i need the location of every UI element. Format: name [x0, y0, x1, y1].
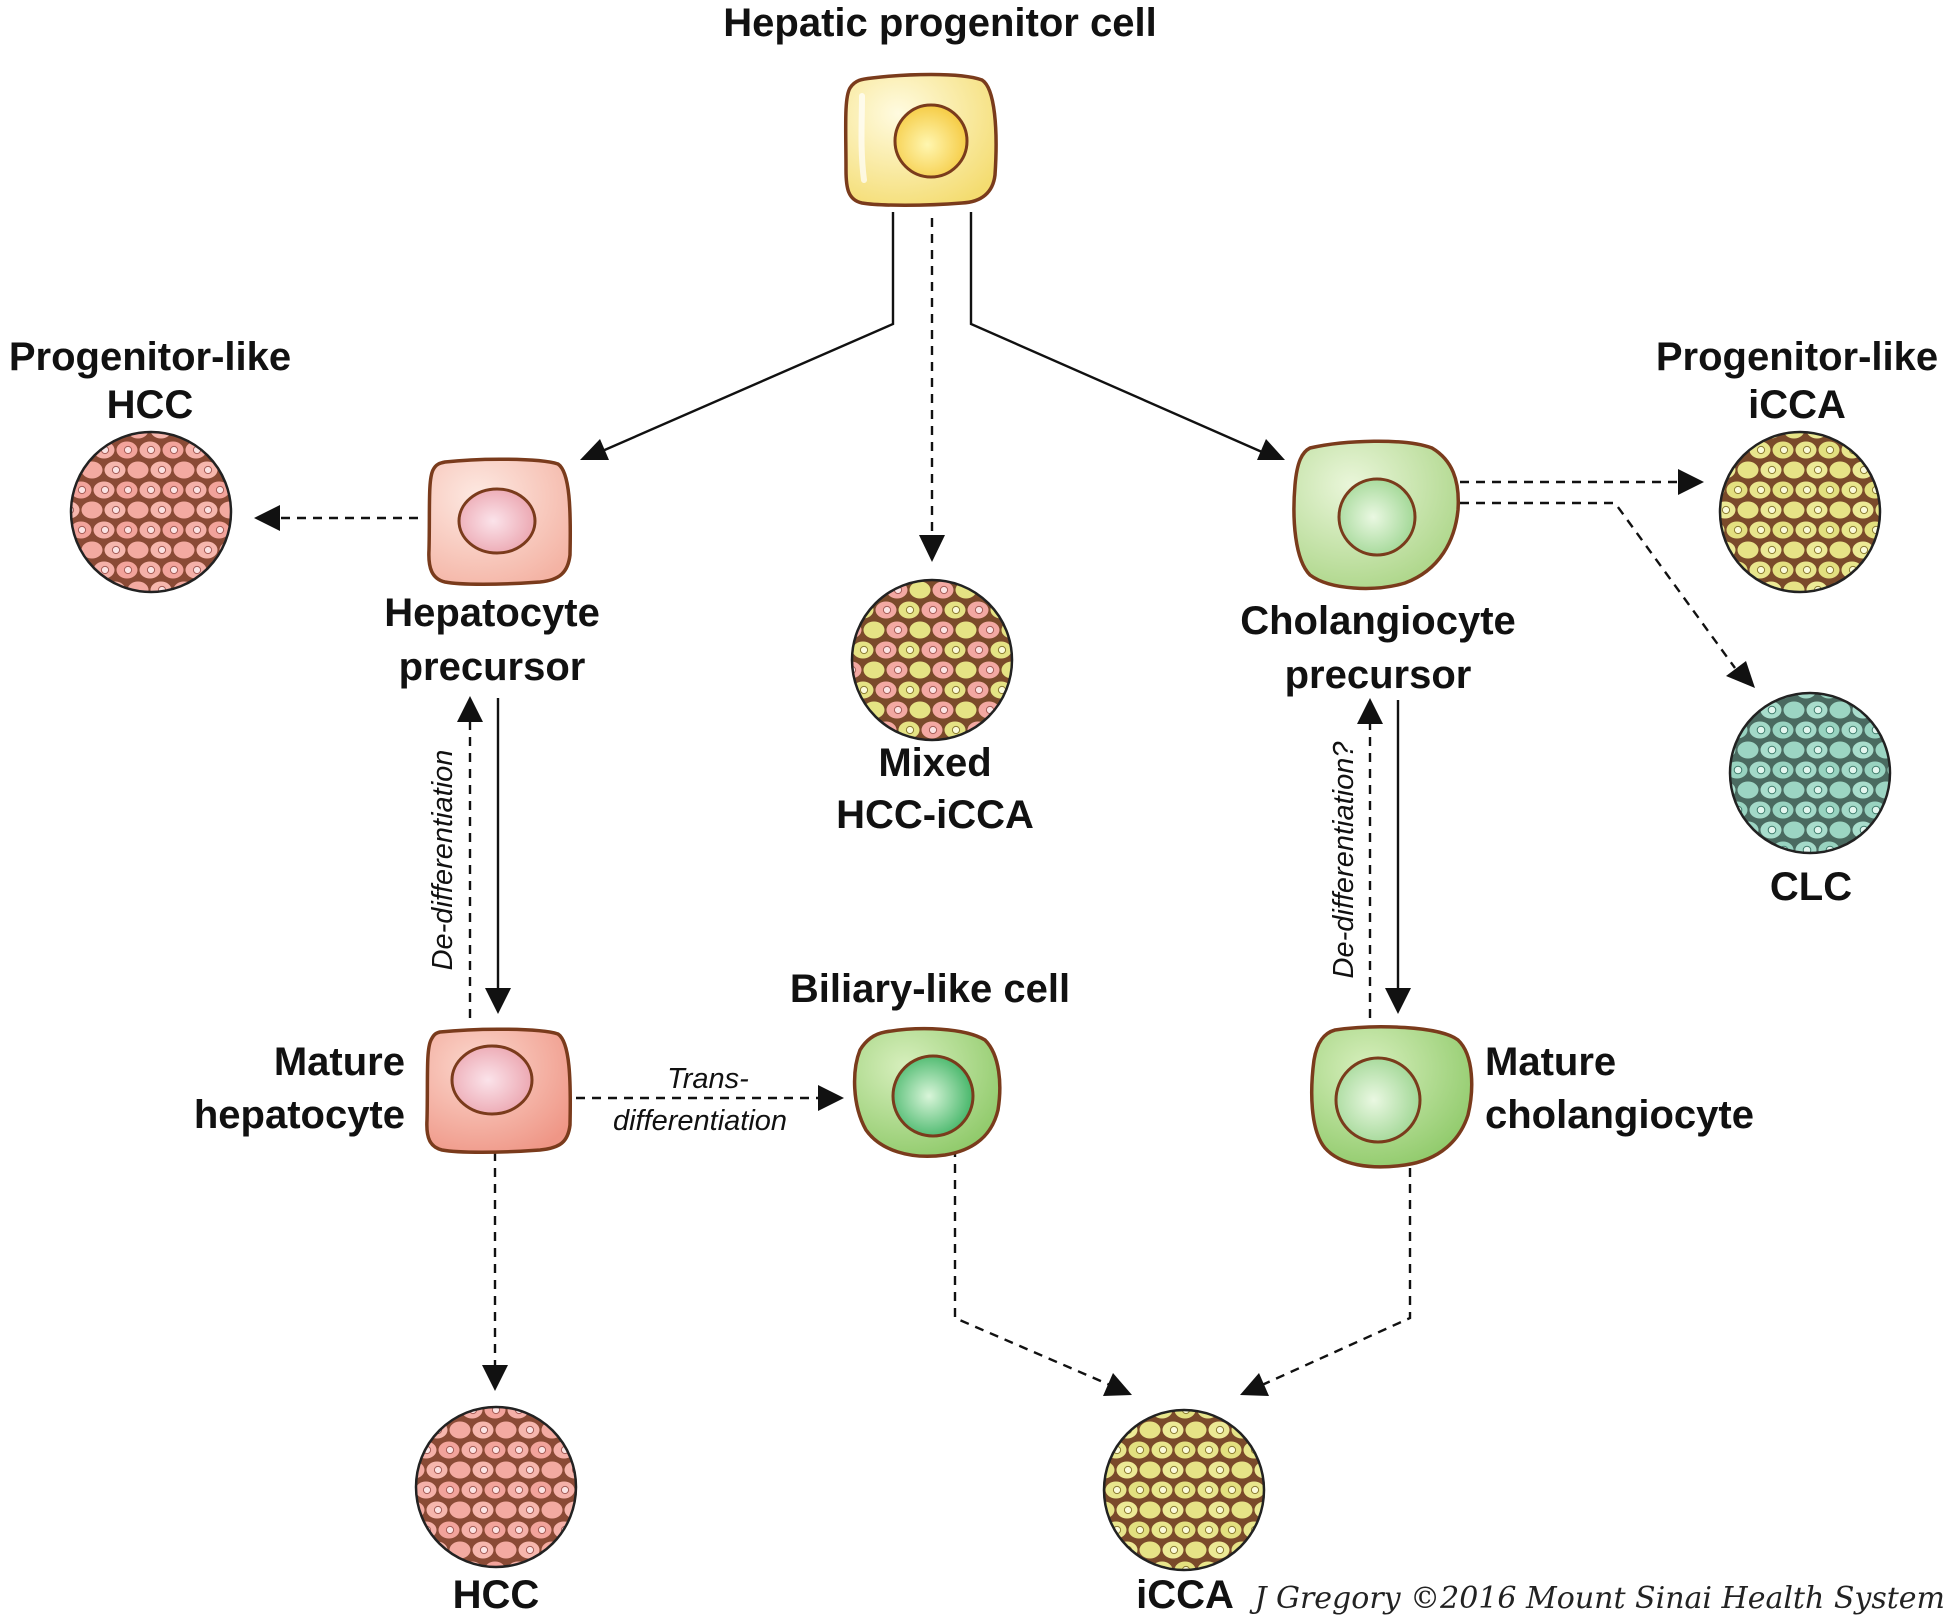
label-mature-hepatocyte-line2: hepatocyte	[194, 1093, 405, 1137]
biliary-like-cell	[852, 1026, 1002, 1158]
arrowhead	[818, 1085, 844, 1111]
progenitor-like-hcc-disc	[69, 430, 233, 594]
label-cholangiocyte-precursor-line2: precursor	[1285, 653, 1472, 697]
label-hepatic-progenitor-cell: Hepatic progenitor cell	[723, 1, 1156, 45]
label-hcc: HCC	[453, 1573, 540, 1617]
label-progenitor-like-hcc-line1: Progenitor-like	[9, 335, 291, 379]
arrowhead	[580, 439, 609, 460]
hcc-disc	[414, 1405, 578, 1569]
mature-hepatocyte-cell	[425, 1027, 573, 1154]
arrowhead	[485, 988, 511, 1014]
connector-chol-precursor-to-clc	[1460, 501, 1736, 669]
arrowhead	[1257, 439, 1285, 460]
icca-disc	[1102, 1408, 1266, 1572]
connector-biliary-to-icca	[953, 1148, 1111, 1387]
arrowhead	[254, 505, 280, 531]
arrowhead	[1726, 661, 1755, 688]
label-mixed-line2: HCC-iCCA	[836, 793, 1034, 837]
credit-line: J Gregory ©2016 Mount Sinai Health Syste…	[1248, 1581, 1945, 1616]
label-clc: CLC	[1770, 865, 1852, 909]
arrowhead	[1240, 1373, 1269, 1396]
label-mature-cholangiocyte-line1: Mature	[1485, 1040, 1616, 1084]
connector-progenitor-to-hepatocyte-precursor	[599, 212, 895, 454]
label-cholangiocyte-precursor-line1: Cholangiocyte	[1240, 599, 1516, 643]
label-hepatocyte-precursor-line1: Hepatocyte	[384, 591, 600, 635]
arrowhead	[1678, 469, 1704, 495]
arrowhead	[1357, 698, 1383, 724]
mature-cholangiocyte-cell	[1310, 1025, 1474, 1169]
label-hepatocyte-precursor-line2: precursor	[399, 645, 586, 689]
annotation-trans-line2: differentiation	[613, 1105, 787, 1137]
label-icca: iCCA	[1136, 1573, 1234, 1617]
annotation-dedifferentiation-right: De-differentiation?	[1328, 741, 1360, 979]
progenitor-like-icca-disc	[1718, 430, 1882, 594]
arrowhead	[1103, 1373, 1132, 1396]
connector-progenitor-to-cholangiocyte-precursor	[969, 212, 1263, 454]
label-progenitor-like-hcc-line2: HCC	[107, 383, 194, 427]
label-progenitor-like-icca-line1: Progenitor-like	[1656, 335, 1938, 379]
cholangiocyte-precursor-cell	[1292, 439, 1461, 591]
label-biliary-like-cell: Biliary-like cell	[790, 967, 1070, 1011]
annotation-dedifferentiation-left: De-differentiation	[427, 750, 459, 971]
arrowhead	[1385, 988, 1411, 1014]
label-mature-hepatocyte-line1: Mature	[274, 1040, 405, 1084]
arrowhead	[919, 535, 945, 562]
label-mixed-line1: Mixed	[878, 741, 991, 785]
clc-disc	[1728, 691, 1892, 855]
label-mature-cholangiocyte-line2: cholangiocyte	[1485, 1093, 1754, 1137]
annotation-trans-line1: Trans-	[667, 1063, 749, 1095]
hepatocyte-precursor-cell	[427, 457, 573, 586]
label-progenitor-like-icca-line2: iCCA	[1748, 383, 1846, 427]
mixed-hcc-icca-disc	[850, 578, 1014, 742]
connector-mature-chol-to-icca	[1261, 1168, 1412, 1387]
progenitor-cell	[843, 72, 998, 207]
arrowhead	[482, 1365, 508, 1391]
arrowhead	[457, 696, 483, 722]
